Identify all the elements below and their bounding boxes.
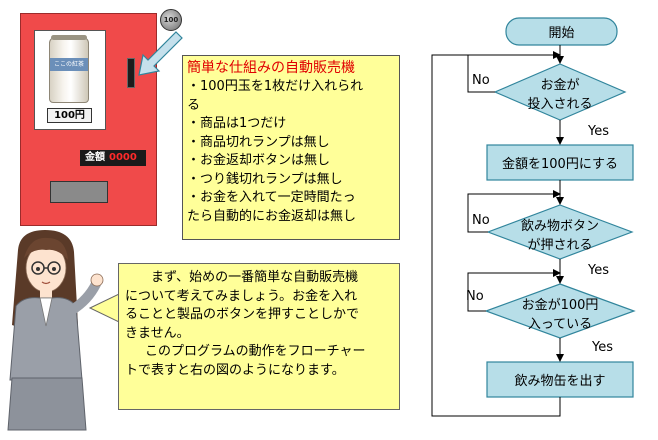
spec-note-line: ・商品切れランプは無し bbox=[187, 134, 330, 150]
yes-label-d3: Yes bbox=[592, 340, 613, 355]
spec-note-line: ・商品は1つだけ bbox=[187, 116, 287, 131]
skirt bbox=[7, 377, 87, 431]
speech-line: トで表すと右の図のようになります。 bbox=[125, 362, 345, 378]
can-label-text: ここの紅茶 bbox=[53, 61, 84, 68]
process1-label: 金額を100円にする bbox=[502, 157, 618, 172]
spec-note-line: ・お金を入れて一定時間たっ bbox=[187, 190, 356, 205]
speech-line: ることと製品のボタンを押すことしかで bbox=[125, 307, 360, 322]
can-top bbox=[51, 35, 87, 40]
decision3-line2: 入っている bbox=[527, 317, 593, 332]
process-dispense-can bbox=[486, 361, 634, 398]
no-label-d3: No bbox=[466, 289, 484, 304]
spec-note-line: ・つり銭切れランプは無し bbox=[187, 171, 343, 187]
spec-note-line: ・100円玉を1枚だけ入れられ bbox=[187, 79, 364, 94]
coin-icon: 100 bbox=[160, 9, 182, 31]
decision2-line2: が押される bbox=[527, 238, 593, 253]
spec-note-line: たら自動的にお金返却は無し bbox=[187, 208, 357, 224]
speech-bubble: まず、始めの一番簡単な自動販売機 について考えてみましょう。お金を入れ ることと… bbox=[118, 263, 400, 410]
mouth bbox=[41, 281, 51, 285]
can-label-band bbox=[50, 58, 88, 71]
amount-value: 0000 bbox=[109, 152, 137, 163]
spec-note-line: る bbox=[187, 97, 201, 113]
spec-note-line: ・お金返却ボタンは無し bbox=[187, 153, 331, 168]
eye-left bbox=[36, 267, 40, 271]
spec-note-title: 簡単な仕組みの自動販売機 bbox=[187, 60, 355, 76]
coin-slot bbox=[127, 58, 135, 88]
decision1-line2: 投入される bbox=[527, 97, 593, 112]
yes-label-d1: Yes bbox=[588, 124, 609, 139]
loop-d3-no bbox=[467, 269, 561, 312]
neck bbox=[40, 290, 52, 300]
no-label-d2: No bbox=[472, 213, 490, 228]
dispense-slot bbox=[50, 181, 108, 203]
amount-label: 金額 bbox=[85, 152, 105, 163]
decision3-line1: お金が100円 bbox=[521, 298, 599, 313]
teacher-character-illustration bbox=[7, 230, 104, 431]
shirt-collar bbox=[39, 297, 53, 327]
price-tag: 100円 bbox=[47, 108, 92, 123]
start-terminal bbox=[505, 17, 618, 46]
hair-bangs bbox=[24, 237, 68, 260]
process2-label: 飲み物缶を出す bbox=[514, 374, 606, 389]
eye-right bbox=[52, 267, 56, 271]
speech-line: まず、始めの一番簡単な自動販売機 bbox=[151, 270, 359, 285]
speech-line: きません。 bbox=[125, 325, 190, 341]
decision2-line1: 飲み物ボタン bbox=[520, 219, 599, 234]
coin-slot-arrow-icon bbox=[138, 31, 183, 76]
raised-arm bbox=[67, 279, 101, 315]
decision1-line1: お金が bbox=[540, 78, 580, 93]
no-label-d1: No bbox=[472, 73, 490, 88]
spec-note: 簡単な仕組みの自動販売機 ・100円玉を1枚だけ入れられ る ・商品は1つだけ … bbox=[182, 55, 400, 240]
start-label: 開始 bbox=[548, 26, 575, 41]
loop-return-to-start bbox=[431, 54, 561, 417]
raised-hand bbox=[90, 273, 104, 287]
amount-display: 金額 0000 bbox=[80, 150, 146, 166]
yes-label-d2: Yes bbox=[588, 263, 609, 278]
speech-line: について考えてみましょう。お金を入れ bbox=[125, 288, 358, 304]
loop-d2-no bbox=[467, 190, 561, 233]
speech-line: このプログラムの動作をフローチャー bbox=[145, 344, 366, 359]
